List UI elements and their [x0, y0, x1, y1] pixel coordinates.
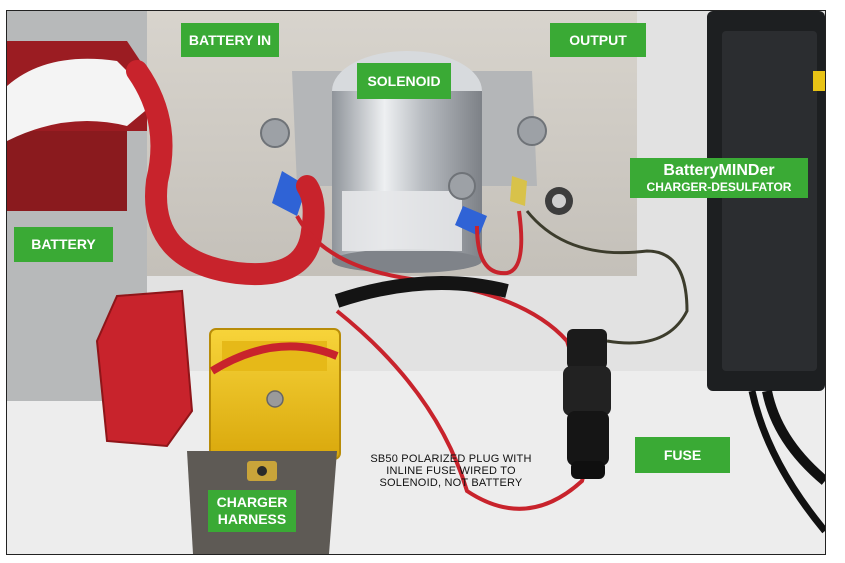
batteryminder-title: BatteryMINDer [663, 162, 775, 179]
yellow-sb50-connector [209, 328, 341, 460]
output-wire [475, 210, 524, 276]
charger-harness-line2: HARNESS [217, 511, 287, 527]
charger-harness-line1: CHARGER [216, 494, 288, 510]
batteryminder-subtitle: CHARGER-DESULFATOR [646, 180, 792, 194]
heat-shrink [334, 276, 509, 308]
yellow-ring-terminal [510, 176, 527, 206]
batteryminder-charger [707, 11, 825, 534]
battery-cable [126, 60, 325, 285]
battery-in-label: BATTERY IN [181, 23, 279, 57]
sb50-note-line2: INLINE FUSE WIRED TO [386, 465, 516, 477]
output-label: OUTPUT [550, 23, 646, 57]
solenoid-label: SOLENOID [357, 63, 451, 99]
red-connector [95, 289, 194, 448]
inline-fuse-holder [563, 329, 611, 479]
sb50-note-line3: SOLENOID, NOT BATTERY [379, 477, 523, 489]
fuse-label: FUSE [635, 437, 730, 473]
batteryminder-label: BatteryMINDer CHARGER-DESULFATOR [630, 158, 808, 198]
sb50-note: SB50 POLARIZED PLUG WITH INLINE FUSE WIR… [346, 453, 556, 489]
battery-label: BATTERY [14, 227, 113, 262]
charger-lead [525, 210, 689, 345]
sb50-note-line1: SB50 POLARIZED PLUG WITH [370, 453, 532, 465]
charger-harness-label: CHARGER HARNESS [208, 490, 296, 532]
terminal-studs [260, 116, 573, 215]
